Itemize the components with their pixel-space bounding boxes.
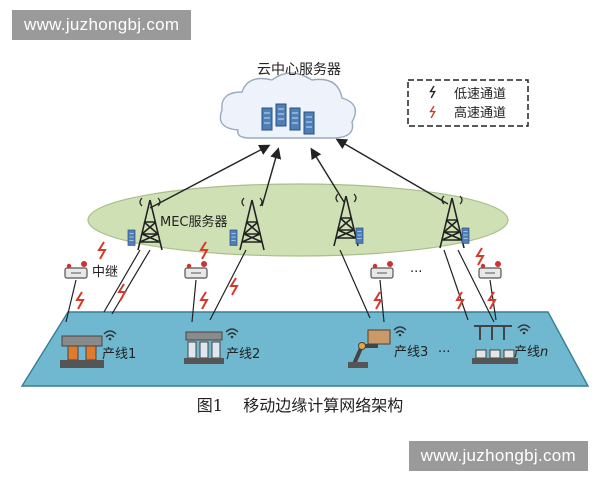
line-1-label: 产线1 (102, 347, 136, 362)
uplink-arrows (149, 138, 449, 209)
legend (407, 79, 529, 127)
production-line-n-conveyor-icon (472, 324, 531, 364)
mec-server-icon-4 (461, 227, 470, 244)
mec-server-icon-2 (229, 229, 238, 246)
mec-server-icon-3 (355, 227, 364, 244)
line-2-label: 产线2 (226, 347, 260, 362)
figure-title: 移动边缘计算网络架构 (243, 396, 404, 415)
figure-caption: 图1 移动边缘计算网络架构 (0, 392, 600, 416)
production-line-3-robot-arm-icon (348, 326, 407, 368)
downlinks (65, 249, 497, 323)
line-ellipsis: ··· (438, 345, 450, 360)
cloud-server-icon (219, 72, 356, 139)
legend-low-speed: 低速通道 (454, 87, 506, 102)
production-platform (20, 311, 590, 387)
mec-server-icon-1 (127, 229, 136, 246)
production-line-2-machine-icon (184, 328, 239, 364)
mec-label: MEC服务器 (160, 214, 228, 230)
relay-router-icon-4 (478, 260, 502, 279)
watermark-top: www.juzhongbj.com (12, 10, 192, 40)
mec-layer (87, 183, 509, 257)
relay-router-icon-2 (184, 260, 208, 279)
legend-high-speed: 高速通道 (454, 105, 506, 121)
watermark-bottom: www.juzhongbj.com (408, 441, 588, 471)
relay-router-icon-3 (370, 260, 394, 279)
line-3-label: 产线3 (394, 345, 428, 360)
line-n-label: 产线n (514, 345, 548, 360)
cloud-label: 云中心服务器 (257, 62, 341, 78)
figure-number: 图1 (196, 396, 223, 415)
production-line-1-machine-icon (60, 330, 117, 368)
relay-router-icon-1 (64, 260, 88, 279)
relay-ellipsis: ··· (410, 265, 422, 280)
relay-label: 中继 (92, 265, 118, 280)
